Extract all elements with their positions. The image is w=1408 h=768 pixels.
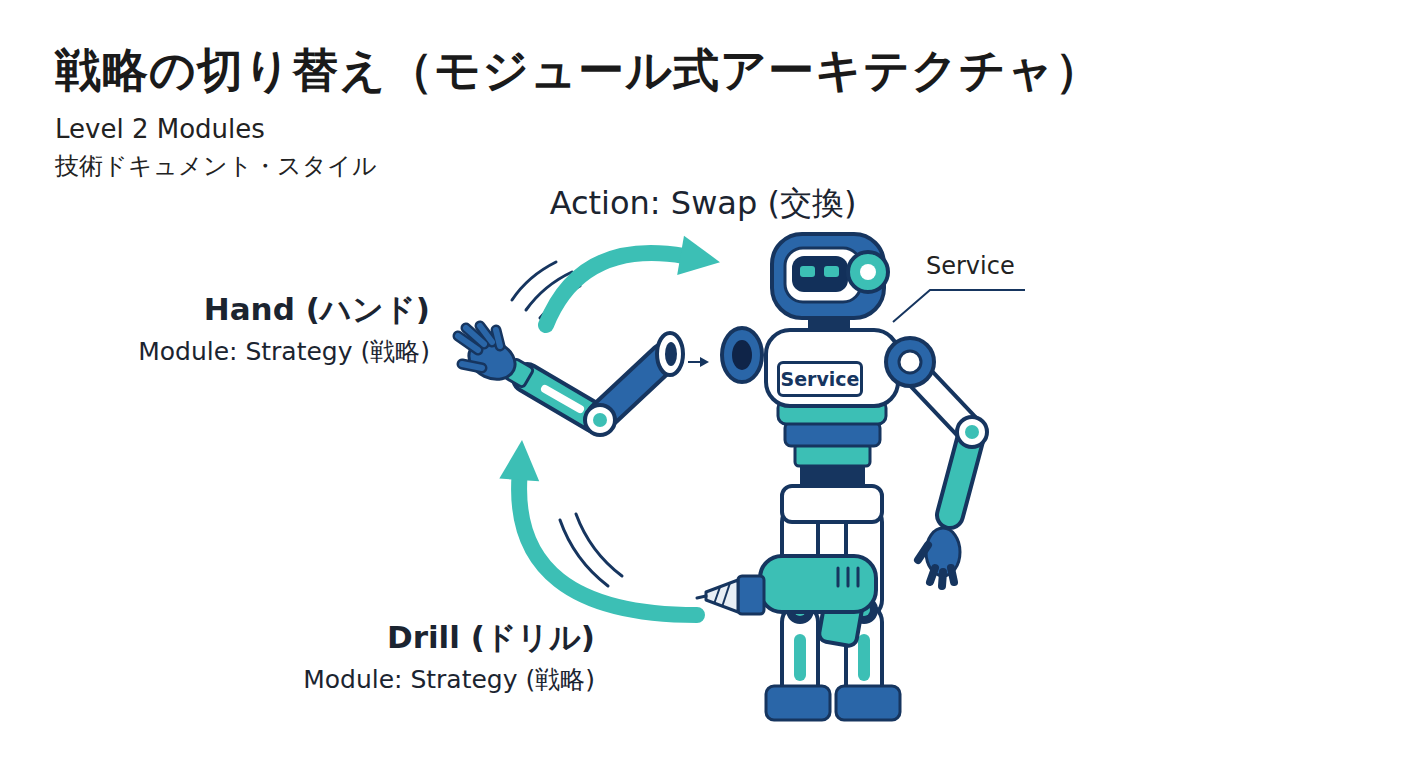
chest-badge: Service (777, 361, 863, 397)
robot-body-part (950, 440, 970, 515)
drill-module-part (697, 596, 706, 598)
robot-body-part-part (942, 572, 943, 586)
robot-body-part (858, 640, 870, 675)
note-label: Service (926, 252, 1015, 280)
robot-body-part (766, 686, 830, 720)
robot-body-part (772, 234, 884, 318)
motion-swoosh-part (576, 514, 622, 576)
robot-body-part (918, 545, 954, 586)
robot-body-part-part (918, 545, 928, 560)
hand-module-part (458, 326, 500, 368)
drill-module-part (838, 568, 858, 586)
drill-module-part-part (847, 568, 850, 586)
hand-module-part (527, 378, 595, 418)
motion-swoosh-part (512, 262, 556, 300)
robot-body-part (722, 328, 762, 382)
robot-body-part (794, 640, 806, 675)
robot-body-part (957, 417, 987, 447)
arrow-shaft (546, 253, 685, 325)
drill-module-part-part (857, 568, 860, 586)
robot-body-part (824, 266, 839, 277)
robot-body-part (965, 425, 979, 439)
hand-module-part-part (496, 330, 500, 346)
hand-module-part (593, 413, 607, 427)
robot-body-part (860, 264, 876, 280)
note-label: Level 2 Modules (55, 114, 265, 144)
hand-module-part (458, 326, 500, 368)
hand-module-part (585, 405, 615, 435)
drill-module-part-part (714, 587, 720, 604)
module-name: Hand (ハンド) (110, 289, 430, 331)
drill-module: Drill (ドリル)Module: Strategy (戦略) (697, 545, 880, 645)
hand-module-part-part (480, 326, 492, 342)
drill-module-part (738, 576, 764, 614)
hand-module-part (545, 389, 580, 409)
swap-arrow (499, 440, 697, 615)
hand-module: Hand (ハンド)Module: Strategy (戦略) (450, 325, 690, 440)
robot-body-part-part (951, 568, 954, 582)
module-type: Module: Strategy (戦略) (110, 335, 430, 368)
hand-module (458, 326, 709, 435)
edge-label: Action: Swap (交換) (550, 182, 857, 226)
hand-module-part (688, 361, 700, 363)
hand-module-part (665, 342, 677, 366)
hand-module-part (527, 378, 595, 418)
robot-body-part (886, 338, 934, 386)
robot-body-part (950, 440, 970, 515)
drill-module-part (706, 580, 738, 612)
module-name: Drill (ドリル) (267, 617, 595, 659)
leader-line (893, 290, 1025, 322)
drill-module-part-part (837, 568, 840, 586)
robot-body-part (732, 340, 752, 370)
hand-module-part-part (462, 364, 482, 368)
swap-arrow (546, 236, 720, 325)
robot-body-part (782, 486, 882, 522)
robot-body-part (800, 466, 865, 488)
robot-body-part (848, 252, 888, 292)
hand-module-part-part (462, 364, 482, 368)
module-caption: Drill (ドリル) Module: Strategy (戦略) (267, 617, 595, 696)
hand-module-part (700, 357, 709, 367)
hand-module-part-part (496, 330, 500, 346)
robot-body-part (766, 330, 898, 406)
module-type: Module: Strategy (戦略) (267, 663, 595, 696)
drill-module-part (760, 556, 876, 612)
robot-body-part (899, 351, 921, 373)
robot-body (722, 234, 987, 720)
service-robot: Service (720, 230, 1000, 725)
robot-body-part (785, 422, 880, 446)
robot-body-part (780, 622, 820, 686)
robot-body-part-part (930, 568, 935, 582)
note-label: 技術ドキュメント・スタイル (55, 150, 377, 182)
module-caption: Hand (ハンド) Module: Strategy (戦略) (110, 289, 430, 368)
diagram-title: 戦略の切り替え（モジュール式アーキテクチャ） (55, 40, 1102, 102)
drill-module-part-part (722, 583, 730, 607)
drill-module (697, 556, 876, 647)
robot-body-part (836, 686, 900, 720)
arrow-head (677, 236, 720, 275)
drill-module-part (714, 583, 730, 607)
arrow-shaft (519, 476, 697, 615)
hand-module-part (657, 333, 683, 375)
robot-body-part (792, 256, 848, 292)
arrow-head (499, 440, 539, 481)
robot-body-part (800, 266, 815, 277)
robot-body-part (784, 622, 816, 686)
